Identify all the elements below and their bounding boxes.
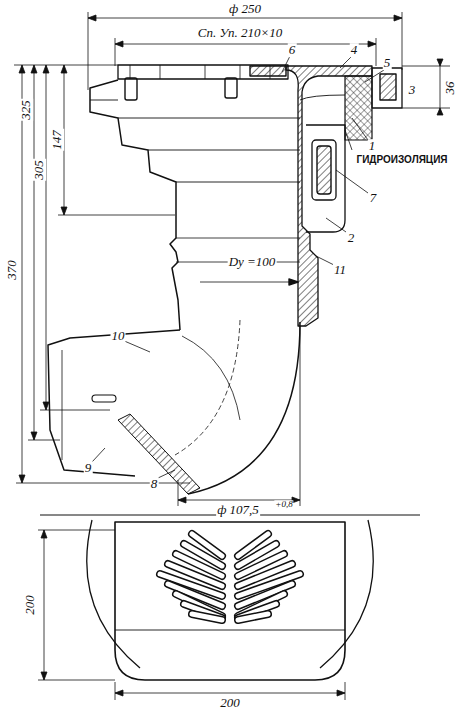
note-label: ГИДРОИЗОЛЯЦИЯ bbox=[355, 155, 448, 166]
callout-number: 11 bbox=[333, 263, 347, 277]
callout-number: 3 bbox=[408, 83, 417, 97]
callout-number: 5 bbox=[383, 56, 392, 70]
callout-number: 2 bbox=[347, 231, 356, 245]
dimension: 325 bbox=[19, 99, 33, 121]
dimension: ф 250 bbox=[228, 2, 262, 16]
callout-number: 1 bbox=[368, 139, 377, 153]
callout-number: 4 bbox=[350, 43, 359, 57]
callout-number: 10 bbox=[111, 329, 126, 343]
dimension: Сп. Уп. 210×10 bbox=[197, 26, 283, 40]
tolerance: +0,8 bbox=[274, 500, 293, 509]
dimension: 36 bbox=[443, 81, 457, 96]
dimension: Dу =100 bbox=[228, 255, 277, 269]
dimension: 370 bbox=[5, 259, 19, 281]
dimension: 147 bbox=[50, 129, 64, 151]
dimension: ф 107,5 bbox=[216, 503, 260, 517]
callout-number: 7 bbox=[369, 191, 378, 205]
dimension: 305 bbox=[32, 159, 46, 181]
dimension: 200 bbox=[219, 696, 241, 710]
callout-number: 8 bbox=[150, 477, 159, 491]
callout-number: 6 bbox=[288, 43, 297, 57]
callout-number: 9 bbox=[84, 461, 93, 475]
dimension: 200 bbox=[23, 594, 37, 616]
